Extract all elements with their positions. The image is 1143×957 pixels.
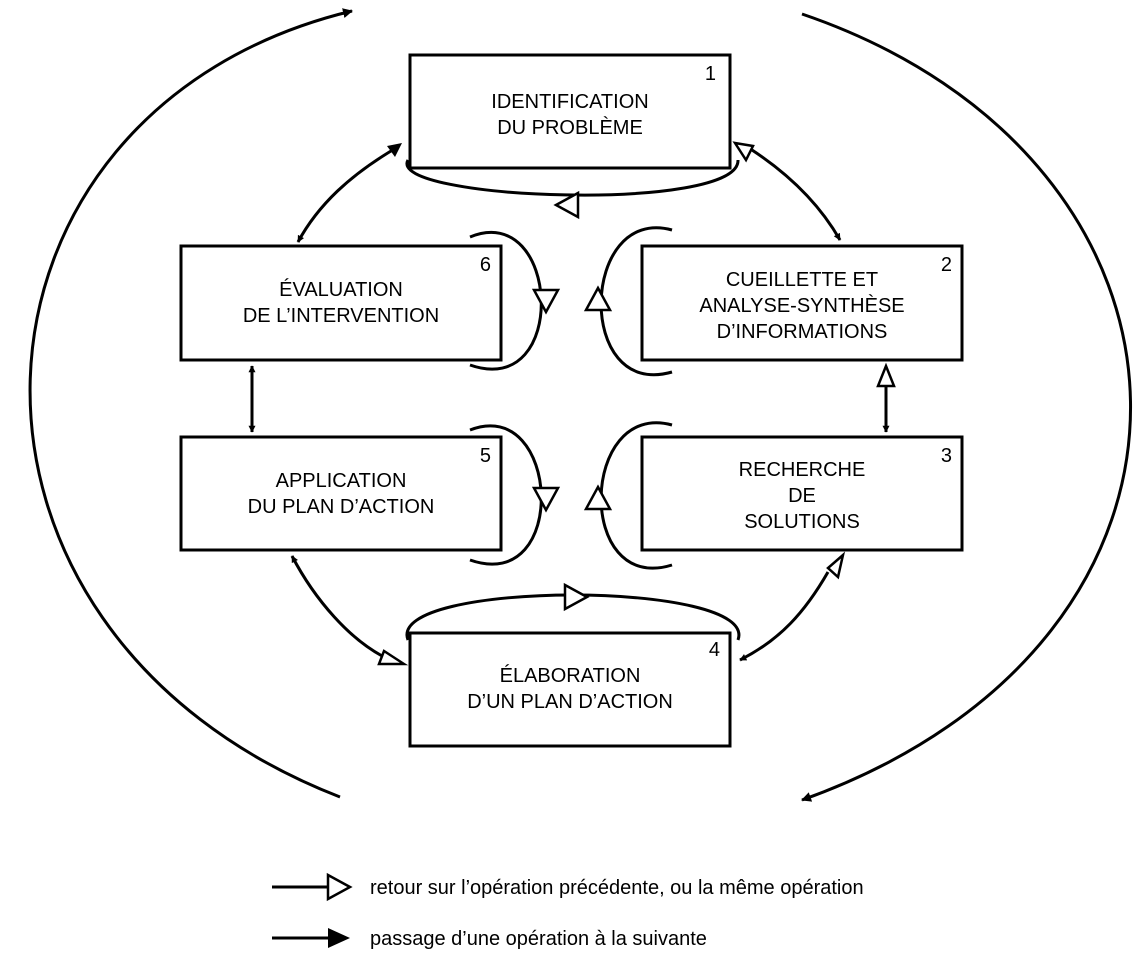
- step-number: 5: [480, 445, 491, 467]
- step-label-line: ÉLABORATION: [500, 664, 641, 687]
- step-number: 3: [941, 445, 952, 467]
- open-arrowhead: [732, 141, 755, 163]
- step-label-line: IDENTIFICATION: [491, 91, 648, 113]
- open-arrowhead: [326, 872, 353, 902]
- step-label-line: D’INFORMATIONS: [717, 321, 888, 343]
- step-number: 4: [709, 639, 720, 661]
- open-arrowhead: [583, 484, 613, 511]
- step-label-line: DE: [788, 485, 816, 507]
- open-arrowhead: [553, 190, 580, 220]
- solid-arrowhead: [328, 928, 350, 948]
- step-1-box: 1 IDENTIFICATION DU PROBLÈME: [408, 53, 732, 170]
- connector-3-4: [739, 571, 830, 662]
- solid-arrowhead: [387, 143, 402, 157]
- open-arrowhead: [583, 285, 613, 312]
- legend-open-arrow-entry: retour sur l’opération précédente, ou la…: [272, 872, 864, 902]
- step-2-box: 2 CUEILLETTE ET ANALYSE-SYNTHÈSE D’INFOR…: [640, 244, 964, 362]
- open-arrowhead: [531, 288, 561, 315]
- step-label-line: CUEILLETTE ET: [726, 269, 878, 291]
- open-arrowhead: [563, 582, 590, 612]
- legend-solid-arrow-entry: passage d’une opération à la suivante: [272, 928, 707, 950]
- open-arrowhead: [531, 486, 561, 513]
- step-label-line: DU PLAN D’ACTION: [248, 496, 435, 518]
- step-label-line: ANALYSE-SYNTHÈSE: [699, 294, 904, 317]
- step-3-box: 3 RECHERCHE DE SOLUTIONS: [640, 435, 964, 552]
- open-arrowhead: [377, 649, 409, 666]
- step-4-box: 4 ÉLABORATION D’UN PLAN D’ACTION: [408, 631, 732, 748]
- legend: retour sur l’opération précédente, ou la…: [272, 872, 864, 950]
- step-label-line: DU PROBLÈME: [497, 116, 643, 139]
- legend-solid-arrow-label: passage d’une opération à la suivante: [370, 928, 707, 950]
- open-arrowhead: [876, 362, 896, 388]
- connector-1-6: [296, 146, 397, 243]
- legend-open-arrow-label: retour sur l’opération précédente, ou la…: [370, 877, 864, 899]
- step-number: 1: [705, 63, 716, 85]
- step-6-box: 6 ÉVALUATION DE L’INTERVENTION: [179, 244, 503, 362]
- outer-arc-right: [801, 12, 1132, 802]
- step-5-box: 5 APPLICATION DU PLAN D’ACTION: [179, 435, 503, 552]
- outer-arc-left: [28, 8, 353, 799]
- open-arrowhead: [826, 551, 846, 580]
- connector-1-2: [751, 148, 842, 241]
- step-label-line: ÉVALUATION: [279, 278, 403, 301]
- step-label-line: SOLUTIONS: [744, 511, 860, 533]
- connector-5-4: [290, 555, 387, 660]
- step-label-line: APPLICATION: [276, 470, 407, 492]
- step-label-line: RECHERCHE: [739, 459, 866, 481]
- loop-step-1: [405, 159, 740, 197]
- step-label-line: DE L’INTERVENTION: [243, 305, 439, 327]
- step-number: 6: [480, 254, 491, 276]
- step-number: 2: [941, 254, 952, 276]
- step-label-line: D’UN PLAN D’ACTION: [467, 691, 673, 713]
